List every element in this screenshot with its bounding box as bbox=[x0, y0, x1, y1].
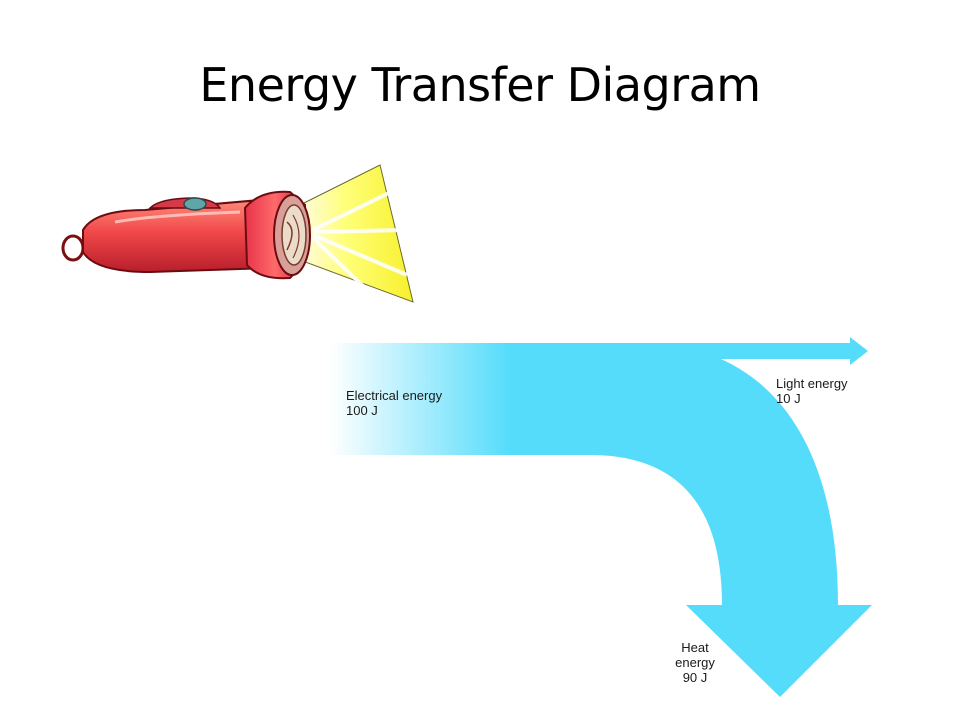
heat-energy-name-line1: Heat bbox=[681, 640, 709, 655]
light-energy-label: Light energy 10 J bbox=[776, 376, 848, 406]
heat-energy-name-line2: energy bbox=[675, 655, 715, 670]
heat-energy-label: Heat energy 90 J bbox=[660, 640, 730, 685]
light-energy-value: 10 J bbox=[776, 391, 801, 406]
electrical-energy-name: Electrical energy bbox=[346, 388, 443, 403]
slide-title: Energy Transfer Diagram bbox=[199, 58, 761, 112]
flashlight-icon bbox=[61, 164, 414, 303]
light-energy-name: Light energy bbox=[776, 376, 848, 391]
heat-energy-value: 90 J bbox=[682, 670, 708, 685]
heat-energy-flow bbox=[330, 343, 872, 697]
electrical-energy-label: Electrical energy 100 J bbox=[346, 388, 442, 418]
electrical-energy-value: 100 J bbox=[346, 403, 378, 418]
